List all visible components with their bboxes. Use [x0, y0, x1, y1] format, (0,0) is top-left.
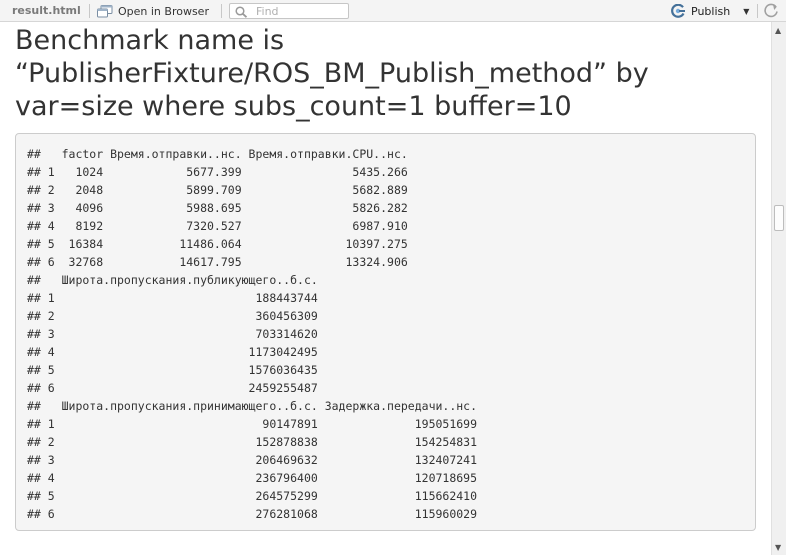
scroll-up-arrow-icon[interactable]: ▲: [775, 26, 782, 35]
code-output-line: ## 6 276281068 115960029: [27, 507, 478, 521]
publish-button[interactable]: Publish ▼: [670, 2, 749, 20]
code-output-line: ## 6 2459255487: [27, 381, 318, 395]
browser-window-icon: [97, 4, 113, 17]
viewer-toolbar: result.html Open in Browser Publish ▼: [0, 0, 786, 22]
publish-icon: [671, 4, 685, 18]
scrollbar-thumb[interactable]: [774, 205, 784, 231]
code-output-line: ## 2 152878838 154254831: [27, 435, 478, 449]
code-output-line: ## 5 16384 11486.064 10397.275: [27, 237, 408, 251]
code-output-line: ## 2 2048 5899.709 5682.889: [27, 183, 408, 197]
open-in-browser-label: Open in Browser: [118, 4, 209, 18]
find-input[interactable]: [256, 4, 346, 18]
search-icon: [235, 6, 248, 18]
code-output-line: ## 5 264575299 115662410: [27, 489, 478, 503]
code-output-line: ## 6 32768 14617.795 13324.906: [27, 255, 408, 269]
code-output-line: ## Широта.пропускания.принимающего..б.с.…: [27, 399, 478, 413]
vertical-scrollbar[interactable]: ▲ ▼: [771, 22, 786, 555]
file-name-label: result.html: [12, 4, 81, 17]
toolbar-separator: [221, 4, 222, 18]
find-box: [229, 3, 349, 19]
code-output-line: ## 4 1173042495: [27, 345, 318, 359]
code-output-line: ## 1 1024 5677.399 5435.266: [27, 165, 408, 179]
code-output-line: ## 3 4096 5988.695 5826.282: [27, 201, 408, 215]
code-output-text: ## factor Время.отправки..нс. Время.отпр…: [16, 134, 755, 523]
toolbar-separator: [89, 4, 90, 18]
code-output-line: ## factor Время.отправки..нс. Время.отпр…: [27, 147, 408, 161]
code-output-line: ## 3 703314620: [27, 327, 318, 341]
code-output-line: ## 1 188443744: [27, 291, 318, 305]
page-title: Benchmark name is “PublisherFixture/ROS_…: [15, 25, 649, 122]
code-output-line: ## 4 8192 7320.527 6987.910: [27, 219, 408, 233]
publish-label: Publish: [691, 4, 731, 18]
document-viewer: Benchmark name is “PublisherFixture/ROS_…: [0, 22, 771, 555]
code-output-block: ## factor Время.отправки..нс. Время.отпр…: [15, 133, 756, 531]
code-output-line: ## 3 206469632 132407241: [27, 453, 478, 467]
code-output-line: ## 2 360456309: [27, 309, 318, 323]
code-output-line: ## Широта.пропускания.публикующего..б.с.: [27, 273, 318, 287]
code-output-line: ## 5 1576036435: [27, 363, 318, 377]
code-output-line: ## 4 236796400 120718695: [27, 471, 478, 485]
open-in-browser-button[interactable]: Open in Browser: [97, 3, 209, 19]
toolbar-separator: [757, 4, 758, 18]
code-output-line: ## 1 90147891 195051699: [27, 417, 478, 431]
chevron-down-icon[interactable]: ▼: [743, 6, 750, 16]
refresh-icon[interactable]: [763, 2, 779, 18]
scroll-down-arrow-icon[interactable]: ▼: [775, 543, 782, 552]
